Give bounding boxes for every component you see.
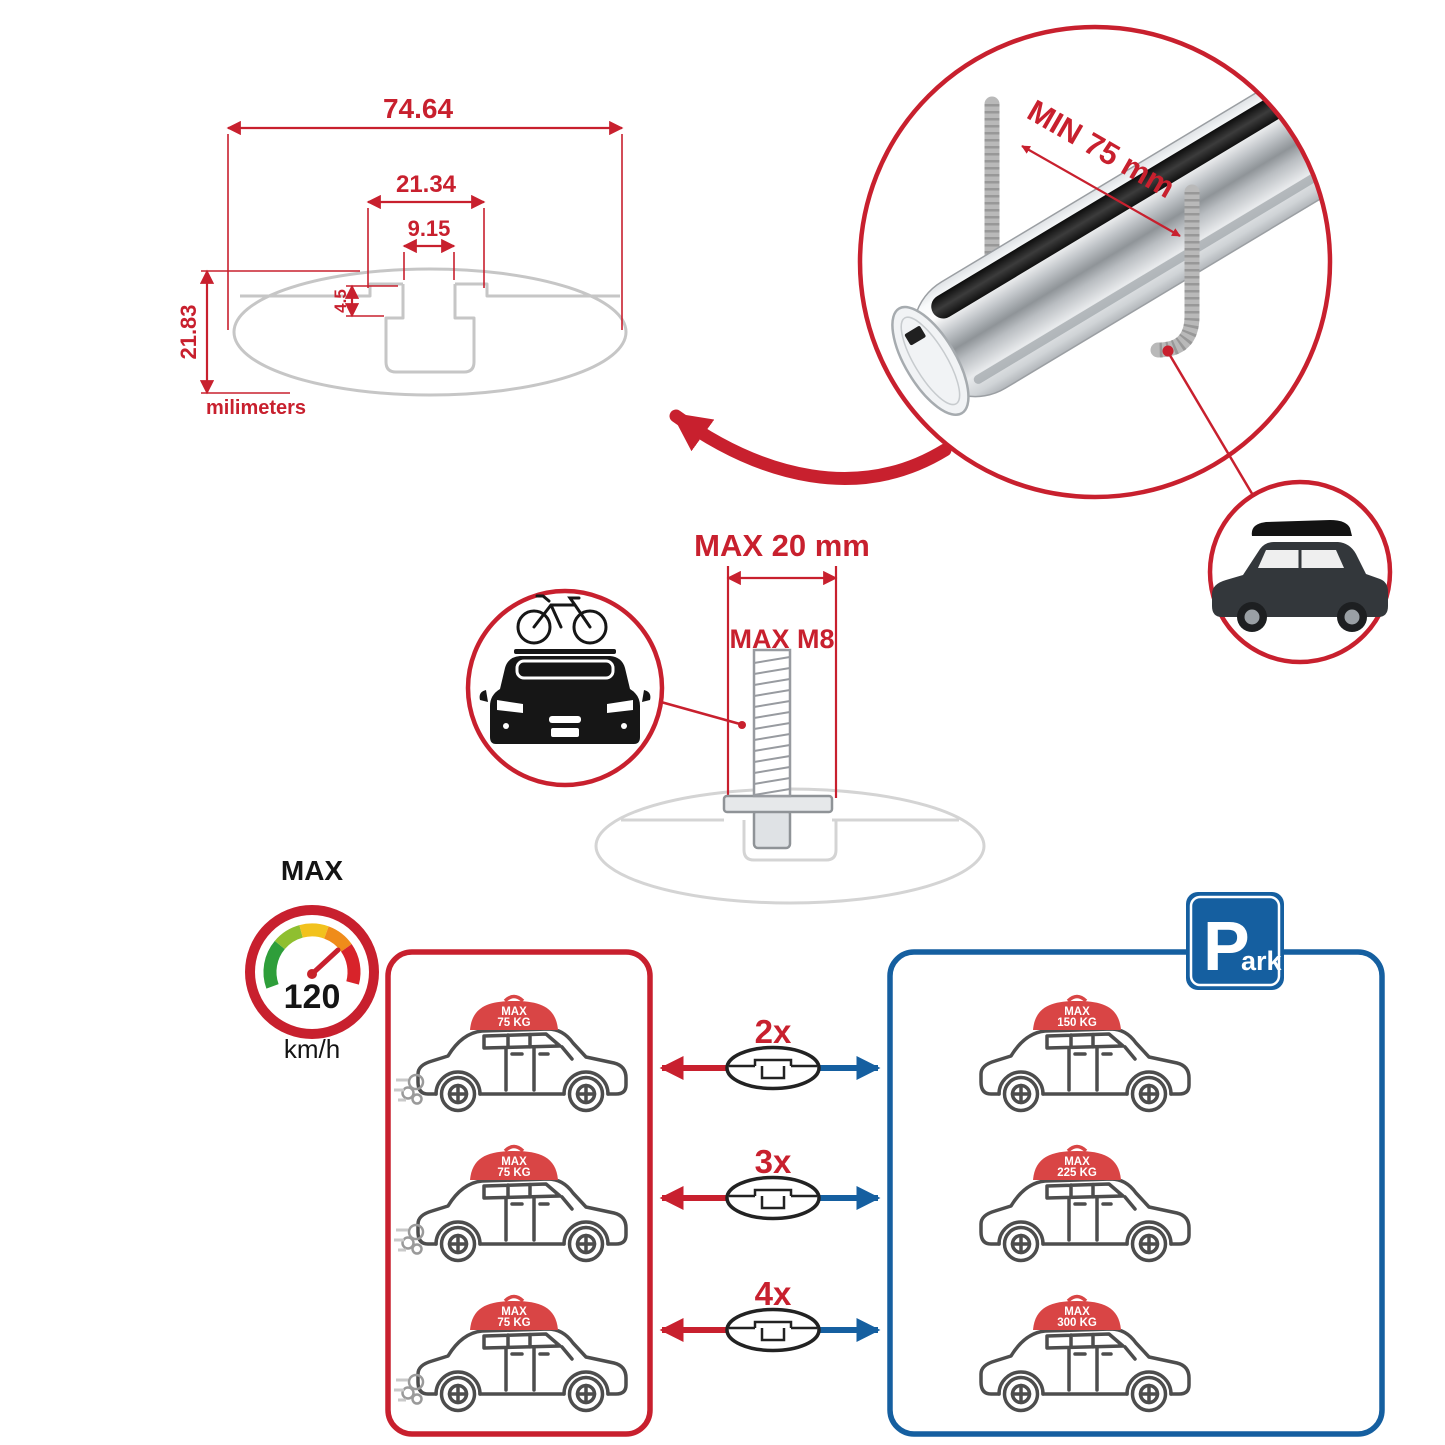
connector-line-suv bbox=[1166, 351, 1256, 498]
dim-ext-lip-depth bbox=[346, 285, 398, 317]
gauge-pivot bbox=[307, 969, 317, 979]
right-car-3: MAX 300 KG bbox=[979, 1294, 1191, 1413]
multiplier-rows: 2x 3x 4x bbox=[659, 1013, 881, 1353]
zoom-arrow bbox=[669, 409, 952, 485]
crossbar-profile-icon-row1 bbox=[725, 1045, 821, 1091]
cargo-label-line2: 225 KG bbox=[1057, 1167, 1097, 1179]
bike-car-circle bbox=[465, 588, 665, 788]
faint-profile-slot bbox=[742, 820, 838, 862]
dim-total-height: 21.83 bbox=[176, 304, 201, 359]
profile-top-surface bbox=[240, 282, 620, 298]
cargo-label-line2: 75 KG bbox=[497, 1017, 530, 1029]
gauge-arc bbox=[263, 923, 361, 989]
leader-line-bolt bbox=[660, 700, 741, 726]
fixing-point-dot bbox=[1162, 345, 1174, 357]
cargo-label-line1: MAX bbox=[501, 1306, 527, 1318]
cargo-label-line1: MAX bbox=[1064, 1156, 1090, 1168]
multiplier-row2: 3x bbox=[755, 1143, 792, 1180]
profile-ellipse bbox=[232, 267, 628, 397]
suv-wheel-front-rim bbox=[1344, 609, 1360, 625]
suv-roofbox-circle bbox=[1207, 479, 1393, 665]
profile-t-slot bbox=[384, 284, 476, 374]
cargo-right-1: MAX 150 KG bbox=[1033, 994, 1121, 1030]
dim-ext-slot-width bbox=[403, 252, 455, 280]
right-car-2: MAX 225 KG bbox=[979, 1144, 1191, 1263]
crossbar-profile-icon-row3 bbox=[725, 1307, 821, 1353]
speed-limit-gauge: MAX 120 km/h bbox=[245, 855, 379, 1064]
left-car-3: MAX 75 KG bbox=[392, 1294, 628, 1413]
profile-cross-section-diagram: 74.64 21.34 9.15 4.5 21.83 milimeters bbox=[176, 93, 628, 419]
cargo-label-line1: MAX bbox=[1064, 1306, 1090, 1318]
left-car-2: MAX 75 KG bbox=[392, 1144, 628, 1263]
dim-ext-total-height bbox=[201, 270, 360, 394]
park-sign-letter: P bbox=[1203, 907, 1250, 985]
crossbar-profile-icon-row2 bbox=[725, 1175, 821, 1221]
bolt-detail-section: MAX 20 mm MAX M8 bbox=[594, 528, 986, 905]
dim-total-width: 74.64 bbox=[383, 93, 453, 124]
bolt-stem bbox=[752, 808, 792, 850]
roof-box-icon bbox=[1251, 520, 1352, 536]
dim-ext-bolt-width bbox=[726, 566, 838, 798]
min-spacing-arrow bbox=[1021, 145, 1181, 237]
leader-dot bbox=[738, 721, 746, 729]
cargo-label-line1: MAX bbox=[1064, 1006, 1090, 1018]
zoom-circle-ring bbox=[857, 24, 1333, 500]
multiplier-row1: 2x bbox=[755, 1013, 792, 1050]
left-car-1: MAX 75 KG bbox=[392, 994, 628, 1113]
dim-lip-depth: 4.5 bbox=[331, 289, 350, 313]
cargo-label-line2: 300 KG bbox=[1057, 1317, 1097, 1329]
park-sign: P ark bbox=[1186, 892, 1284, 990]
dim-ext-total-width bbox=[227, 134, 623, 330]
cargo-left-3: MAX 75 KG bbox=[470, 1294, 558, 1330]
bicycle-icon bbox=[516, 594, 608, 645]
park-sign-suffix: ark bbox=[1241, 946, 1283, 976]
cargo-right-3: MAX 300 KG bbox=[1033, 1294, 1121, 1330]
units-label: milimeters bbox=[206, 397, 306, 419]
cargo-left-2: MAX 75 KG bbox=[470, 1144, 558, 1180]
suv-silhouette-icon bbox=[1212, 542, 1388, 617]
bolt-thread-lines bbox=[753, 656, 791, 796]
cargo-label-line1: MAX bbox=[501, 1156, 527, 1168]
max-width-label: MAX 20 mm bbox=[694, 528, 870, 563]
speed-value: 120 bbox=[284, 978, 341, 1016]
bolt-flange bbox=[722, 794, 834, 814]
park-sign-border bbox=[1189, 895, 1281, 987]
multiplier-row3: 4x bbox=[755, 1275, 792, 1312]
car-front-icon bbox=[479, 649, 651, 744]
gauge-needle bbox=[309, 947, 341, 977]
dim-slot-width: 9.15 bbox=[408, 216, 451, 241]
cargo-right-2: MAX 225 KG bbox=[1033, 1144, 1121, 1180]
speed-unit: km/h bbox=[284, 1034, 340, 1064]
speed-max-label: MAX bbox=[281, 855, 344, 886]
dim-ext-channel-width bbox=[367, 208, 485, 288]
cargo-label-line2: 75 KG bbox=[497, 1317, 530, 1329]
suv-wheel-rear-rim bbox=[1244, 609, 1260, 625]
park-sign-bg bbox=[1186, 892, 1284, 990]
cargo-label-line2: 150 KG bbox=[1057, 1017, 1097, 1029]
dim-channel-width: 21.34 bbox=[396, 171, 457, 198]
cargo-label-line1: MAX bbox=[501, 1006, 527, 1018]
cargo-left-1: MAX 75 KG bbox=[470, 994, 558, 1030]
right-car-1: MAX 150 KG bbox=[979, 994, 1191, 1113]
cargo-label-line2: 75 KG bbox=[497, 1167, 530, 1179]
